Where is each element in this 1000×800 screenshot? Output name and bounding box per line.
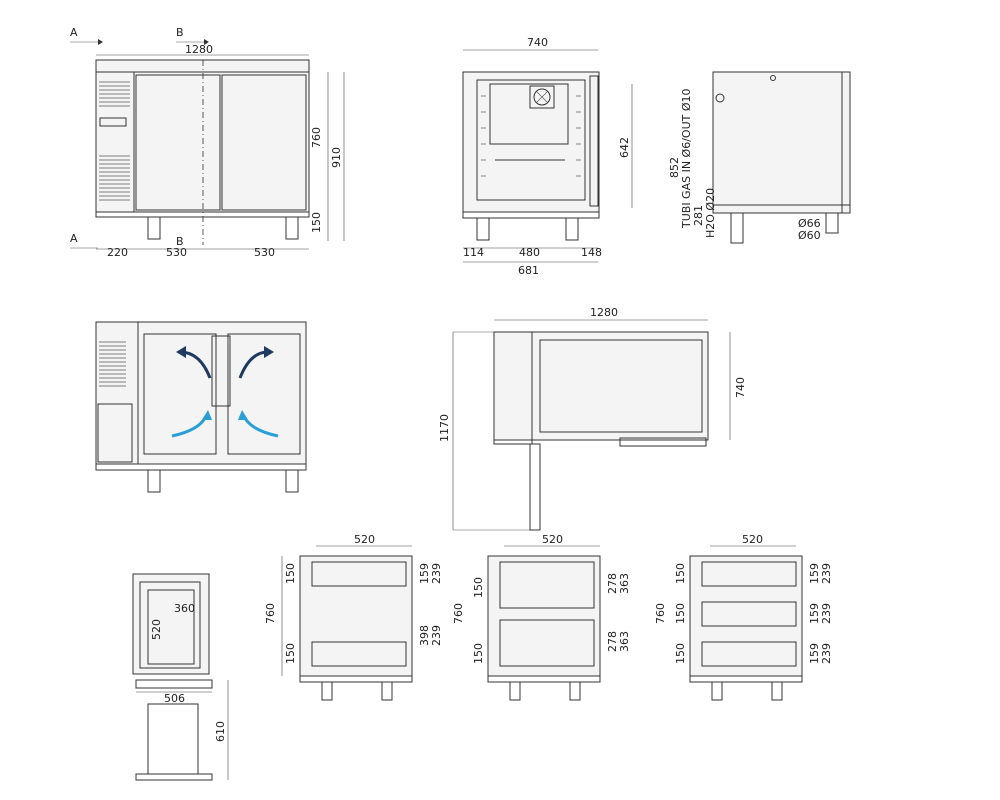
side-view: 740 642 114 480 148 681 — [462, 36, 633, 277]
airflow-arrows — [171, 346, 279, 438]
side-bottom-dim-1: 114 — [463, 246, 484, 259]
tray-stand-height-dim: 610 — [214, 721, 227, 742]
section-marker-a-bottom: A — [70, 232, 78, 245]
config3-dim-c: 150 — [674, 643, 687, 664]
interior-vent-grille — [99, 341, 126, 387]
config2-dim-d: 363 — [618, 573, 631, 594]
front-leg-height: 150 — [310, 212, 323, 233]
rear-diameter-66: Ø66 — [798, 217, 821, 230]
config-view-3: 520 760 150 150 150 159 239 159 239 159 … — [654, 533, 833, 701]
config2-dim-e: 278 — [606, 631, 619, 652]
airflow-interior-view — [95, 321, 307, 493]
top-view: 1280 740 1170 — [438, 306, 747, 531]
top-depth-dim: 740 — [734, 377, 747, 398]
config3-dim-d: 159 — [808, 563, 821, 584]
config3-width-dim: 520 — [742, 533, 763, 546]
rear-height-dim: 852 — [668, 157, 681, 178]
rear-dim-281: 281 — [692, 205, 705, 226]
tray-base-width-dim: 506 — [164, 692, 185, 705]
tray-view: 360 520 506 610 — [132, 573, 229, 781]
front-height-body: 760 — [310, 127, 323, 148]
config3-dim-f: 159 — [808, 603, 821, 624]
config3-dim-e: 239 — [820, 563, 833, 584]
config3-dim-a: 150 — [674, 563, 687, 584]
side-bottom-dim-3: 148 — [581, 246, 602, 259]
top-door-open-dim: 1170 — [438, 414, 451, 442]
config3-dim-h: 159 — [808, 643, 821, 664]
side-bottom-dim-2: 480 — [519, 246, 540, 259]
tray-depth-dim: 520 — [150, 619, 163, 640]
config2-height-dim: 760 — [452, 603, 465, 624]
config-view-2: 520 760 150 150 278 363 278 363 — [452, 533, 631, 701]
config1-height-dim: 760 — [264, 603, 277, 624]
rear-view: 852 TUBI GAS IN Ø6/OUT Ø10 281 H2O Ø20 Ø… — [668, 71, 851, 244]
side-rack-rails — [481, 95, 581, 177]
side-total-dim: 681 — [518, 264, 539, 277]
config2-width-dim: 520 — [542, 533, 563, 546]
config1-dim-c: 159 — [418, 563, 431, 584]
rear-port-icon — [770, 75, 776, 81]
config1-dim-b: 150 — [284, 643, 297, 664]
rear-gas-pipes-label: TUBI GAS IN Ø6/OUT Ø10 — [680, 89, 693, 230]
control-panel-display — [99, 117, 127, 127]
front-bottom-dim-1: 220 — [107, 246, 128, 259]
front-bottom-dim-3: 530 — [254, 246, 275, 259]
front-height-total: 910 — [330, 147, 343, 168]
config3-dim-b: 150 — [674, 603, 687, 624]
config3-height-dim: 760 — [654, 603, 667, 624]
config1-dim-d: 239 — [430, 563, 443, 584]
config2-dim-f: 363 — [618, 631, 631, 652]
front-bottom-dim-2: 530 — [166, 246, 187, 259]
config2-dim-c: 278 — [606, 573, 619, 594]
section-marker-b-bottom: B — [176, 235, 184, 248]
config1-dim-a: 150 — [284, 563, 297, 584]
gas-connector-icon — [715, 93, 725, 103]
front-width-dim: 1280 — [185, 43, 213, 56]
side-width-dim: 740 — [527, 36, 548, 49]
config1-dim-e: 398 — [418, 625, 431, 646]
front-view: A B 1280 — [70, 26, 345, 259]
config2-dim-b: 150 — [472, 643, 485, 664]
section-marker-a-top: A — [70, 26, 78, 39]
config1-width-dim: 520 — [354, 533, 375, 546]
tray-width-dim: 360 — [174, 602, 195, 615]
top-width-dim: 1280 — [590, 306, 618, 319]
section-marker-b-top: B — [176, 26, 184, 39]
config2-dim-a: 150 — [472, 577, 485, 598]
rear-diameter-60: Ø60 — [798, 229, 821, 242]
open-door-outline — [529, 443, 541, 531]
config3-dim-i: 239 — [820, 643, 833, 664]
rear-water-label: H2O Ø20 — [704, 188, 717, 238]
front-vent-grille — [99, 81, 130, 201]
config1-dim-f: 239 — [430, 625, 443, 646]
fan-icon — [529, 85, 555, 109]
side-depth-dim: 642 — [618, 137, 631, 158]
config-view-1: 520 760 150 150 159 239 398 239 — [264, 533, 443, 701]
config3-dim-g: 239 — [820, 603, 833, 624]
